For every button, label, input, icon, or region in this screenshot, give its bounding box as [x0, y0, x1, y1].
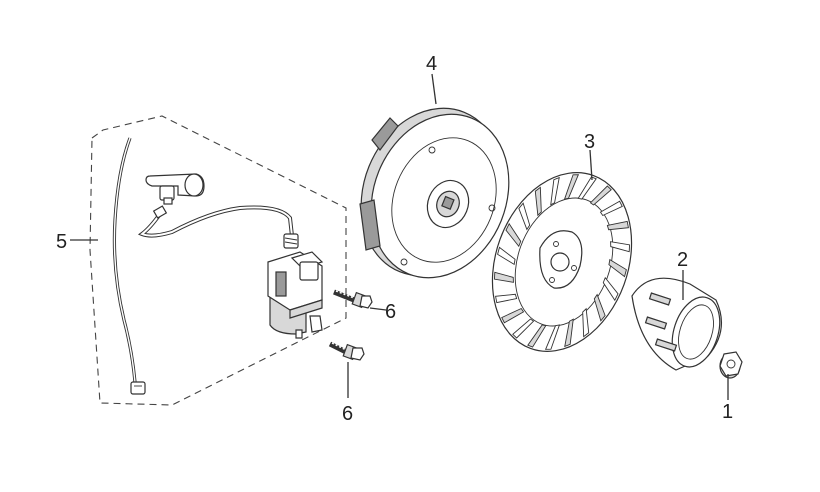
fan-fin [518, 202, 531, 231]
callout-2: 2 [677, 249, 688, 271]
fan-fin [589, 185, 612, 206]
callout-1: 1 [722, 401, 733, 423]
callout-6-lower: 6 [342, 403, 353, 425]
callout-5: 5 [56, 231, 67, 253]
leader-4 [431, 73, 437, 105]
fan-fins [493, 174, 631, 350]
fan-fin [505, 222, 522, 248]
fan-fin [599, 200, 623, 217]
starter-cup [631, 277, 723, 371]
callout-3: 3 [584, 131, 595, 153]
fan-fin [577, 176, 597, 200]
leader-3 [589, 149, 593, 181]
fan-fin [512, 318, 535, 339]
fan-fin [602, 276, 619, 302]
bolt-lower [328, 341, 365, 361]
fan-fin [544, 324, 561, 350]
fan-fin [495, 293, 518, 304]
bolt-upper [333, 289, 373, 309]
ignition-coil-assembly [112, 137, 324, 395]
callout-6-upper: 6 [385, 301, 396, 323]
fan-fin [527, 324, 547, 348]
flange-nut [719, 351, 743, 379]
fan-fin [493, 271, 514, 283]
fan-fin [610, 241, 631, 253]
cooling-fan [491, 172, 633, 352]
assembly-group-boundary [89, 115, 347, 406]
leader-6a [369, 307, 387, 311]
fan-fin [582, 307, 590, 338]
fan-fin [534, 186, 542, 217]
fan-fin [563, 174, 580, 200]
spark-plug-cap [145, 173, 205, 205]
fan-fin [501, 307, 525, 324]
fan-fin [593, 293, 606, 322]
fan-fin [497, 246, 516, 266]
fan-fin [550, 176, 560, 206]
callout-4: 4 [426, 53, 437, 75]
fan-fin [608, 258, 627, 278]
fan-fin [564, 318, 574, 348]
flywheel [359, 107, 510, 279]
fan-fin [606, 220, 629, 231]
